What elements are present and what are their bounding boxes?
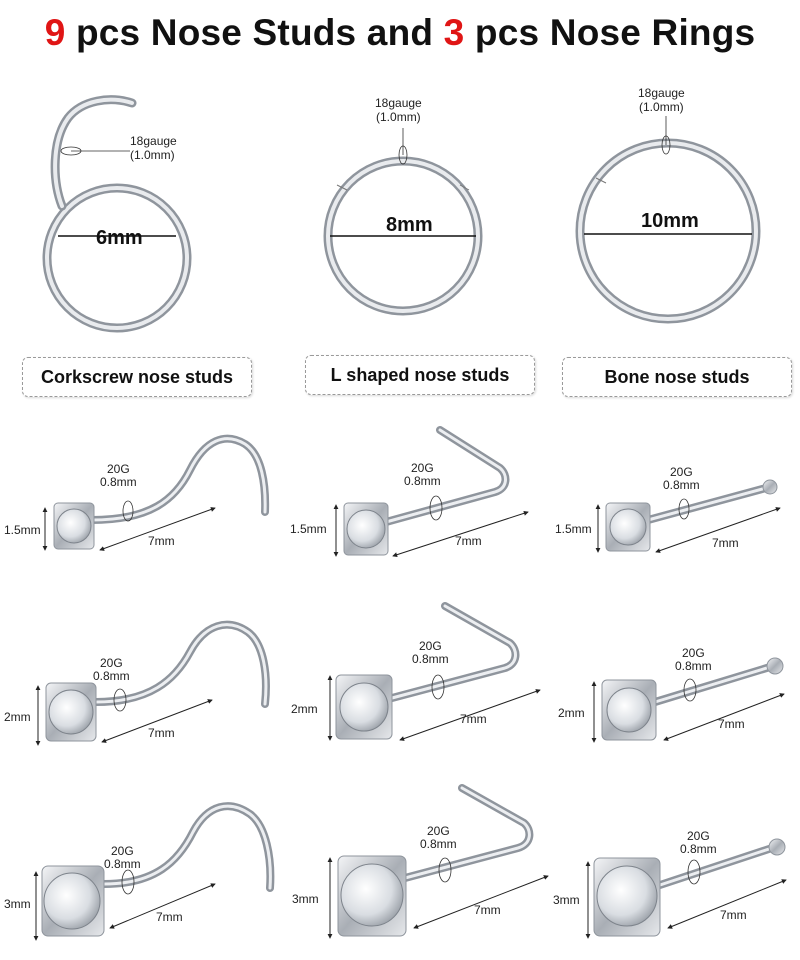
corkscrew-stud-3mm	[33, 802, 275, 941]
bone-stud-3mm	[585, 838, 787, 939]
category-bone: Bone nose studs	[562, 357, 792, 397]
corkscrew-3-length: 7mm	[156, 910, 183, 924]
bone-stud-2mm	[591, 657, 785, 743]
ring-6mm-gauge-label: 18gauge(1.0mm)	[130, 134, 177, 162]
bone-3-length: 7mm	[720, 908, 747, 922]
nose-ring-8mm	[323, 128, 483, 316]
corkscrew-3-size: 3mm	[4, 897, 31, 911]
nose-ring-10mm	[575, 116, 761, 324]
corkscrew-1-size: 1.5mm	[4, 523, 41, 537]
bone-3-size: 3mm	[553, 893, 580, 907]
stud-count: 9	[44, 12, 66, 53]
nose-ring-6mm	[42, 95, 192, 333]
corkscrew-2-size: 2mm	[4, 710, 31, 724]
bone-1-size: 1.5mm	[555, 522, 592, 536]
l-shaped-stud-1-5mm	[333, 426, 529, 558]
corkscrew-2-length: 7mm	[148, 726, 175, 740]
l-shaped-2-length: 7mm	[460, 712, 487, 726]
bone-stud-1-5mm	[595, 479, 781, 553]
l-shaped-2-size: 2mm	[291, 702, 318, 716]
category-l-shaped: L shaped nose studs	[305, 355, 535, 395]
bone-1-length: 7mm	[712, 536, 739, 550]
page-title: 9 pcs Nose Studs and 3 pcs Nose Rings	[44, 12, 756, 53]
category-corkscrew: Corkscrew nose studs	[22, 357, 252, 397]
ring-count: 3	[443, 12, 465, 53]
l-shaped-1-size: 1.5mm	[290, 522, 327, 536]
l-shaped-3-length: 7mm	[474, 903, 501, 917]
ring-10mm-gauge-label: 18gauge(1.0mm)	[638, 86, 685, 114]
corkscrew-1-length: 7mm	[148, 534, 175, 548]
ring-10mm-diameter: 10mm	[641, 210, 699, 232]
bone-2-size: 2mm	[558, 706, 585, 720]
l-shaped-stud-3mm	[327, 784, 549, 939]
ring-8mm-gauge-label: 18gauge(1.0mm)	[375, 96, 422, 124]
ring-6mm-diameter: 6mm	[96, 227, 143, 249]
ring-8mm-diameter: 8mm	[386, 214, 433, 236]
l-shaped-1-length: 7mm	[455, 534, 482, 548]
corkscrew-stud-1-5mm	[42, 434, 270, 551]
l-shaped-3-size: 3mm	[292, 892, 319, 906]
l-shaped-stud-2mm	[327, 602, 541, 741]
corkscrew-stud-2mm	[35, 620, 270, 746]
bone-2-length: 7mm	[718, 717, 745, 731]
